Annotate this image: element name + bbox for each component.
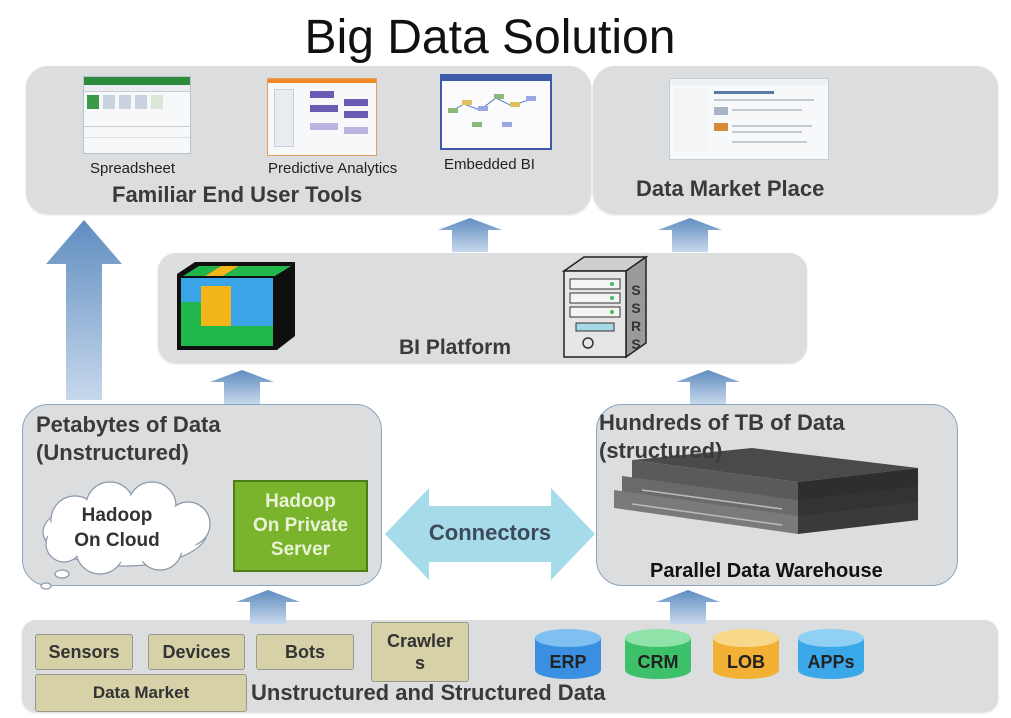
- data-market-screenshot-icon: [669, 78, 829, 160]
- erp-database-icon: [535, 629, 601, 679]
- predictive-analytics-label: Predictive Analytics: [268, 160, 398, 177]
- up-arrow-to-market: [658, 218, 722, 252]
- connectors-label: Connectors: [428, 520, 552, 545]
- hadoop-cloud-label: Hadoop On Cloud: [62, 503, 172, 553]
- crawlers-line1: Crawler: [386, 631, 454, 651]
- bots-box: Bots: [256, 634, 354, 670]
- crawlers-box: Crawler s: [371, 622, 469, 682]
- embedded-bi-label: Embedded BI: [444, 156, 535, 173]
- crm-database-icon: [625, 629, 691, 679]
- sensors-box: Sensors: [35, 634, 133, 670]
- structured-subtitle: (structured): [599, 438, 723, 463]
- cube-icon: [177, 262, 295, 350]
- lob-database-icon: [713, 629, 779, 679]
- up-arrow-large: [46, 220, 122, 400]
- spreadsheet-label: Spreadsheet: [90, 160, 176, 177]
- bi-platform-title: BI Platform: [399, 336, 512, 359]
- hadoop-cloud-line1: Hadoop: [81, 505, 153, 526]
- predictive-analytics-screenshot-icon: [267, 78, 377, 156]
- sources-title: Unstructured and Structured Data: [251, 680, 606, 705]
- embedded-bi-screenshot-icon: [440, 74, 552, 150]
- apps-label: APPs: [807, 652, 855, 672]
- data-market-box: Data Market: [35, 674, 247, 712]
- server-rack-icon: [614, 448, 918, 534]
- cloud-icon: [40, 481, 211, 590]
- hadoop-private-server-box: Hadoop On Private Server: [233, 480, 368, 572]
- connectors-arrow: [385, 488, 595, 580]
- up-arrow-sources-right: [656, 590, 720, 624]
- crm-label: CRM: [637, 652, 679, 672]
- spreadsheet-screenshot-icon: [83, 76, 191, 154]
- crawlers-line2: s: [414, 653, 425, 673]
- ssrs-text: SSRS: [628, 282, 644, 354]
- petabytes-title: Petabytes of Data: [36, 412, 221, 437]
- hadoop-private-line2: On Private: [252, 515, 349, 536]
- lob-label: LOB: [727, 652, 765, 672]
- up-arrow-sources-left: [236, 590, 300, 624]
- parallel-data-warehouse-label: Parallel Data Warehouse: [650, 560, 883, 582]
- ssrs-label: SSRS: [627, 282, 644, 354]
- data-market-place-title: Data Market Place: [636, 176, 825, 201]
- ssrs-server-icon: [561, 255, 649, 359]
- hadoop-private-line3: Server: [270, 539, 331, 560]
- up-arrow-to-tools: [438, 218, 502, 252]
- apps-database-icon: [798, 629, 864, 679]
- hadoop-private-line1: Hadoop: [265, 491, 336, 512]
- unstructured-subtitle: (Unstructured): [36, 440, 189, 465]
- end-user-tools-title: Familiar End User Tools: [112, 182, 363, 207]
- page-title: Big Data Solution: [304, 11, 676, 64]
- devices-box: Devices: [148, 634, 245, 670]
- up-arrow-right-to-bi: [676, 370, 740, 404]
- up-arrow-left-to-bi: [210, 370, 274, 404]
- hadoop-cloud-line2: On Cloud: [74, 530, 160, 551]
- erp-label: ERP: [549, 652, 587, 672]
- hundreds-tb-title: Hundreds of TB of Data: [599, 410, 845, 435]
